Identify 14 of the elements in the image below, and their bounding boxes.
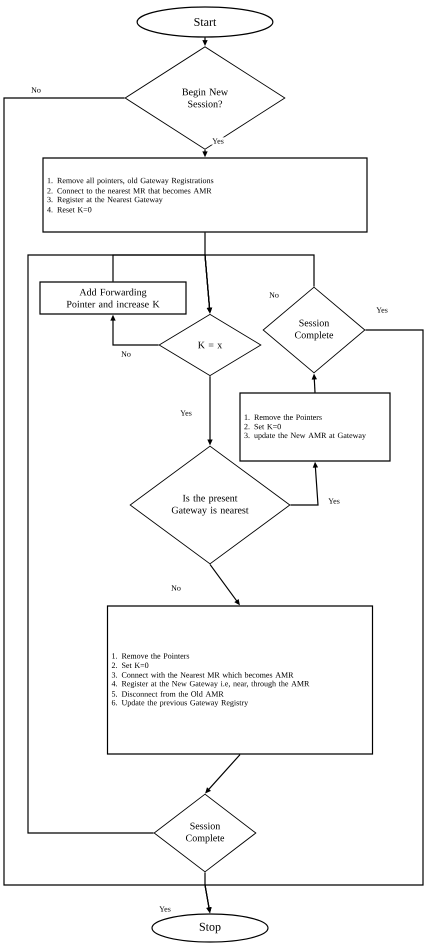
edge-label: Yes — [375, 306, 389, 314]
process-box: Add Forwarding Pointer and increase K — [39, 281, 187, 315]
process-box: 1. Remove the Pointers 2. Set K=0 3. Connect with the Nearest MR which becomes AMR 4. Register at the New Gateway i.e, near, through the AMR 5. Disconnect from the Old AMR 6. Update the previous Gateway Registry — [106, 605, 374, 755]
arrow — [27, 254, 212, 834]
process-box: 1. Remove the Pointers 2. Set K=0 3. update the New AMR at Gateway — [239, 392, 391, 462]
edge-label: Yes — [158, 905, 172, 913]
edge-label: No — [268, 291, 280, 299]
edge-label: No — [170, 584, 182, 592]
process-box: 1. Remove all pointers, old Gateway Registrations 2. Connect to the nearest MR that becomes AMR 3. Register at the Nearest Gateway 4. Reset K=0 — [42, 157, 368, 233]
edge-label: Yes — [327, 497, 341, 505]
edge-label: No — [120, 350, 132, 358]
edge-label: Yes — [179, 409, 193, 417]
edge-label: No — [30, 86, 42, 94]
edge-label: Yes — [211, 137, 225, 145]
